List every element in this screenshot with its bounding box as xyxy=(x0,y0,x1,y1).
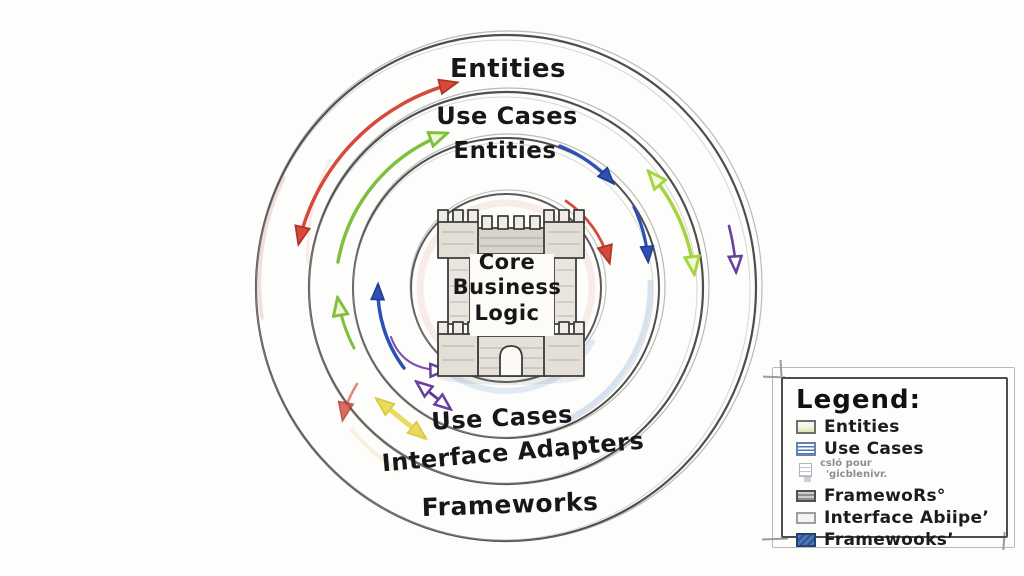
ring-label-use-cases-top: Use Cases xyxy=(436,102,578,130)
center-label-business: Business xyxy=(452,275,562,299)
interface-swatch xyxy=(796,512,816,524)
blue-arrow-top-right xyxy=(558,144,612,182)
use-cases-swatch xyxy=(796,442,816,456)
frameworks-gray-swatch xyxy=(796,490,816,502)
legend-note-line2: 'gicblenivr. xyxy=(826,469,888,480)
note-swatch xyxy=(799,463,812,477)
legend-item-note: csló pour 'gicblenivr. xyxy=(796,458,1006,480)
blue-arrow-left xyxy=(378,286,406,370)
legend-item-frameworks-gray: FramewoRs° xyxy=(796,486,1006,506)
arrows xyxy=(299,83,736,437)
center-label-core: Core xyxy=(478,250,536,274)
yellow-arrow-double xyxy=(378,400,424,437)
castle-gate xyxy=(499,345,523,377)
legend-outer-border xyxy=(772,367,1015,548)
red-arrow-bottom-left xyxy=(343,382,359,418)
purple-arrow-double xyxy=(418,383,449,408)
legend-item-label: FramewoRs° xyxy=(824,486,946,506)
legend-item-label: Interface Abiipe’ xyxy=(824,508,990,528)
legend-item-label: Entities xyxy=(824,417,900,437)
legend-item-label: Framewooks’ xyxy=(824,530,954,550)
purple-arrow-outer-right xyxy=(729,224,736,270)
tower-top-right xyxy=(543,209,585,259)
legend-item-entities: Entities xyxy=(796,417,1006,437)
legend-item-label: Use Cases xyxy=(824,439,924,459)
green-arrow-right-double xyxy=(650,173,694,272)
purple-arrow-inner-bottom xyxy=(390,336,444,370)
ring-label-entities-outer: Entities xyxy=(449,54,567,84)
legend-note-line1: csló pour xyxy=(820,458,872,469)
ring-label-entities-inner: Entities xyxy=(453,138,557,164)
legend-item-use-cases: Use Cases xyxy=(796,439,1006,459)
center-label-logic: Logic xyxy=(474,301,540,325)
ring-label-frameworks: Frameworks xyxy=(421,486,599,523)
red-arrow-inner-right xyxy=(564,199,609,261)
red-arrow-outer-left xyxy=(299,83,455,242)
legend-title: Legend: xyxy=(796,385,921,415)
rings xyxy=(254,30,763,543)
green-arrow-left-short xyxy=(338,300,356,350)
legend-item-frameworks-blue: Framewooks’ xyxy=(796,530,1006,550)
entities-swatch xyxy=(796,420,816,434)
frameworks-blue-swatch xyxy=(796,533,816,547)
castle-illustration xyxy=(437,209,585,385)
legend-item-interface: Interface Abiipe’ xyxy=(796,508,1006,528)
legend-panel: Legend: Entities Use Cases csló pour 'gi… xyxy=(781,377,1008,550)
tower-top-left xyxy=(437,209,479,259)
green-arrow-left-long xyxy=(336,134,445,264)
